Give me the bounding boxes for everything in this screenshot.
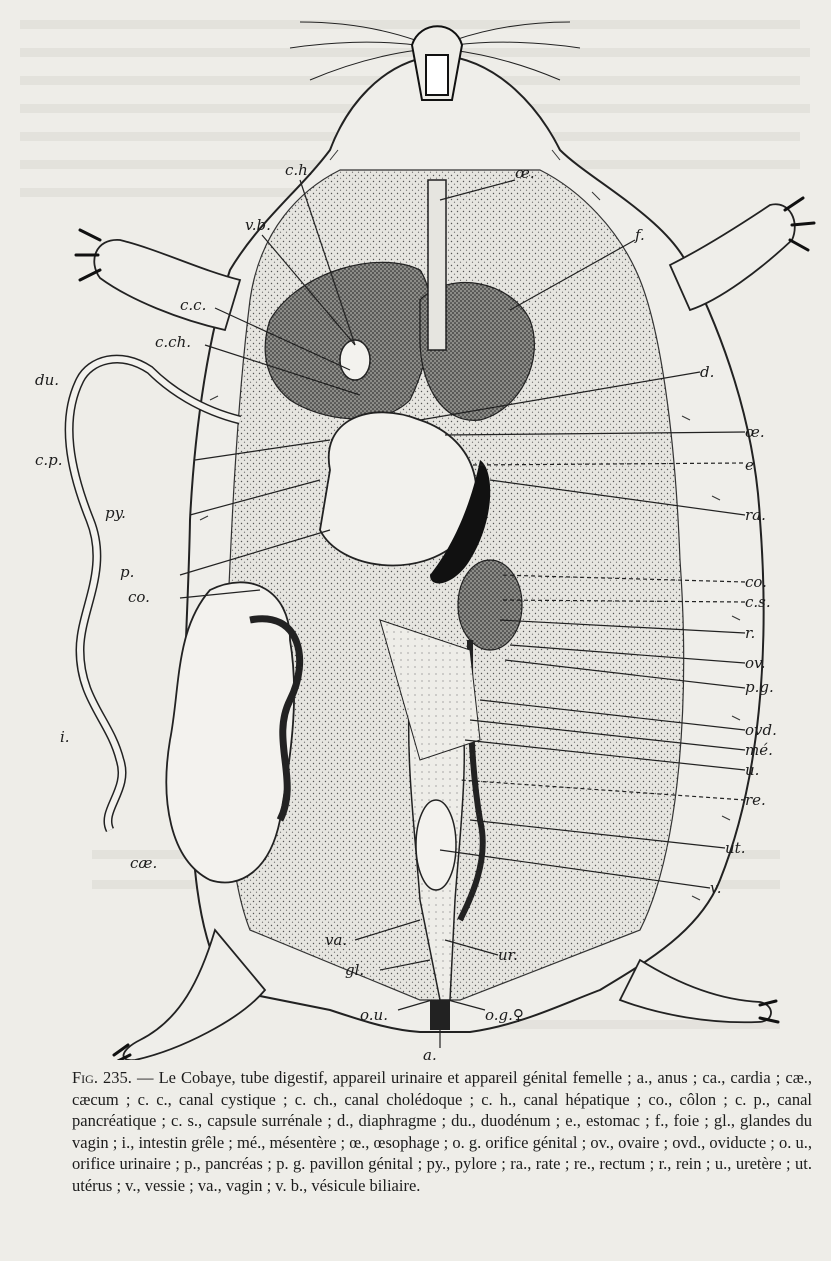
label-r: r. — [745, 624, 755, 642]
label-cch: c.ch. — [155, 333, 191, 351]
label-p: p. — [120, 563, 134, 581]
label-py: py. — [105, 504, 126, 522]
label-va: va. — [325, 931, 347, 949]
label-ut: ut. — [725, 839, 745, 857]
label-cc: c.c. — [180, 296, 206, 314]
label-a: a. — [423, 1046, 437, 1060]
incisors — [426, 55, 448, 95]
label-pg: p.g. — [745, 678, 774, 696]
caption-text: Le Cobaye, tube digestif, appareil urina… — [72, 1068, 812, 1195]
label-me: mé. — [745, 741, 773, 759]
label-f: f. — [634, 226, 645, 244]
left-forelimb — [94, 240, 240, 330]
label-v: v. — [710, 879, 721, 897]
right-hindlimb — [620, 960, 771, 1022]
label-e: e — [745, 456, 754, 474]
label-ra: ra. — [745, 506, 766, 524]
label-oe: œ. — [745, 423, 765, 441]
label-i: i. — [60, 728, 70, 746]
label-og: o.g.♀ — [485, 1006, 524, 1024]
label-u: u. — [745, 761, 759, 779]
label-re: re. — [745, 791, 766, 809]
label-gl: gl. — [345, 961, 364, 979]
kidney — [458, 560, 522, 650]
label-ch: c.h. — [285, 161, 313, 179]
label-ovd: ovd. — [745, 721, 777, 739]
label-cp: c.p. — [35, 451, 63, 469]
label-ur: ur. — [498, 946, 518, 964]
urogenital-orifice — [430, 1000, 450, 1030]
gallbladder — [340, 340, 370, 380]
label-cs: c.s. — [745, 593, 771, 611]
label-co-right: co. — [745, 573, 767, 591]
figure-caption: Fig. 235. — Le Cobaye, tube digestif, ap… — [72, 1067, 812, 1196]
label-d: d. — [700, 363, 714, 381]
label-co-left: co. — [128, 588, 150, 606]
bladder — [416, 800, 456, 890]
oesophagus — [428, 180, 446, 350]
right-forelimb — [670, 204, 795, 310]
label-oe-top: œ. — [515, 164, 535, 182]
guinea-pig-anatomy-figure: œ. c.h. v.b. f. c.c. c.ch. du. d. œ. e c… — [0, 0, 831, 1060]
label-ov: ov. — [745, 654, 766, 672]
label-vb: v.b. — [245, 216, 271, 234]
label-cae: cæ. — [130, 854, 157, 872]
label-du: du. — [35, 371, 59, 389]
figure-number: Fig. 235. — — [72, 1068, 154, 1087]
label-ou: o.u. — [360, 1006, 388, 1024]
